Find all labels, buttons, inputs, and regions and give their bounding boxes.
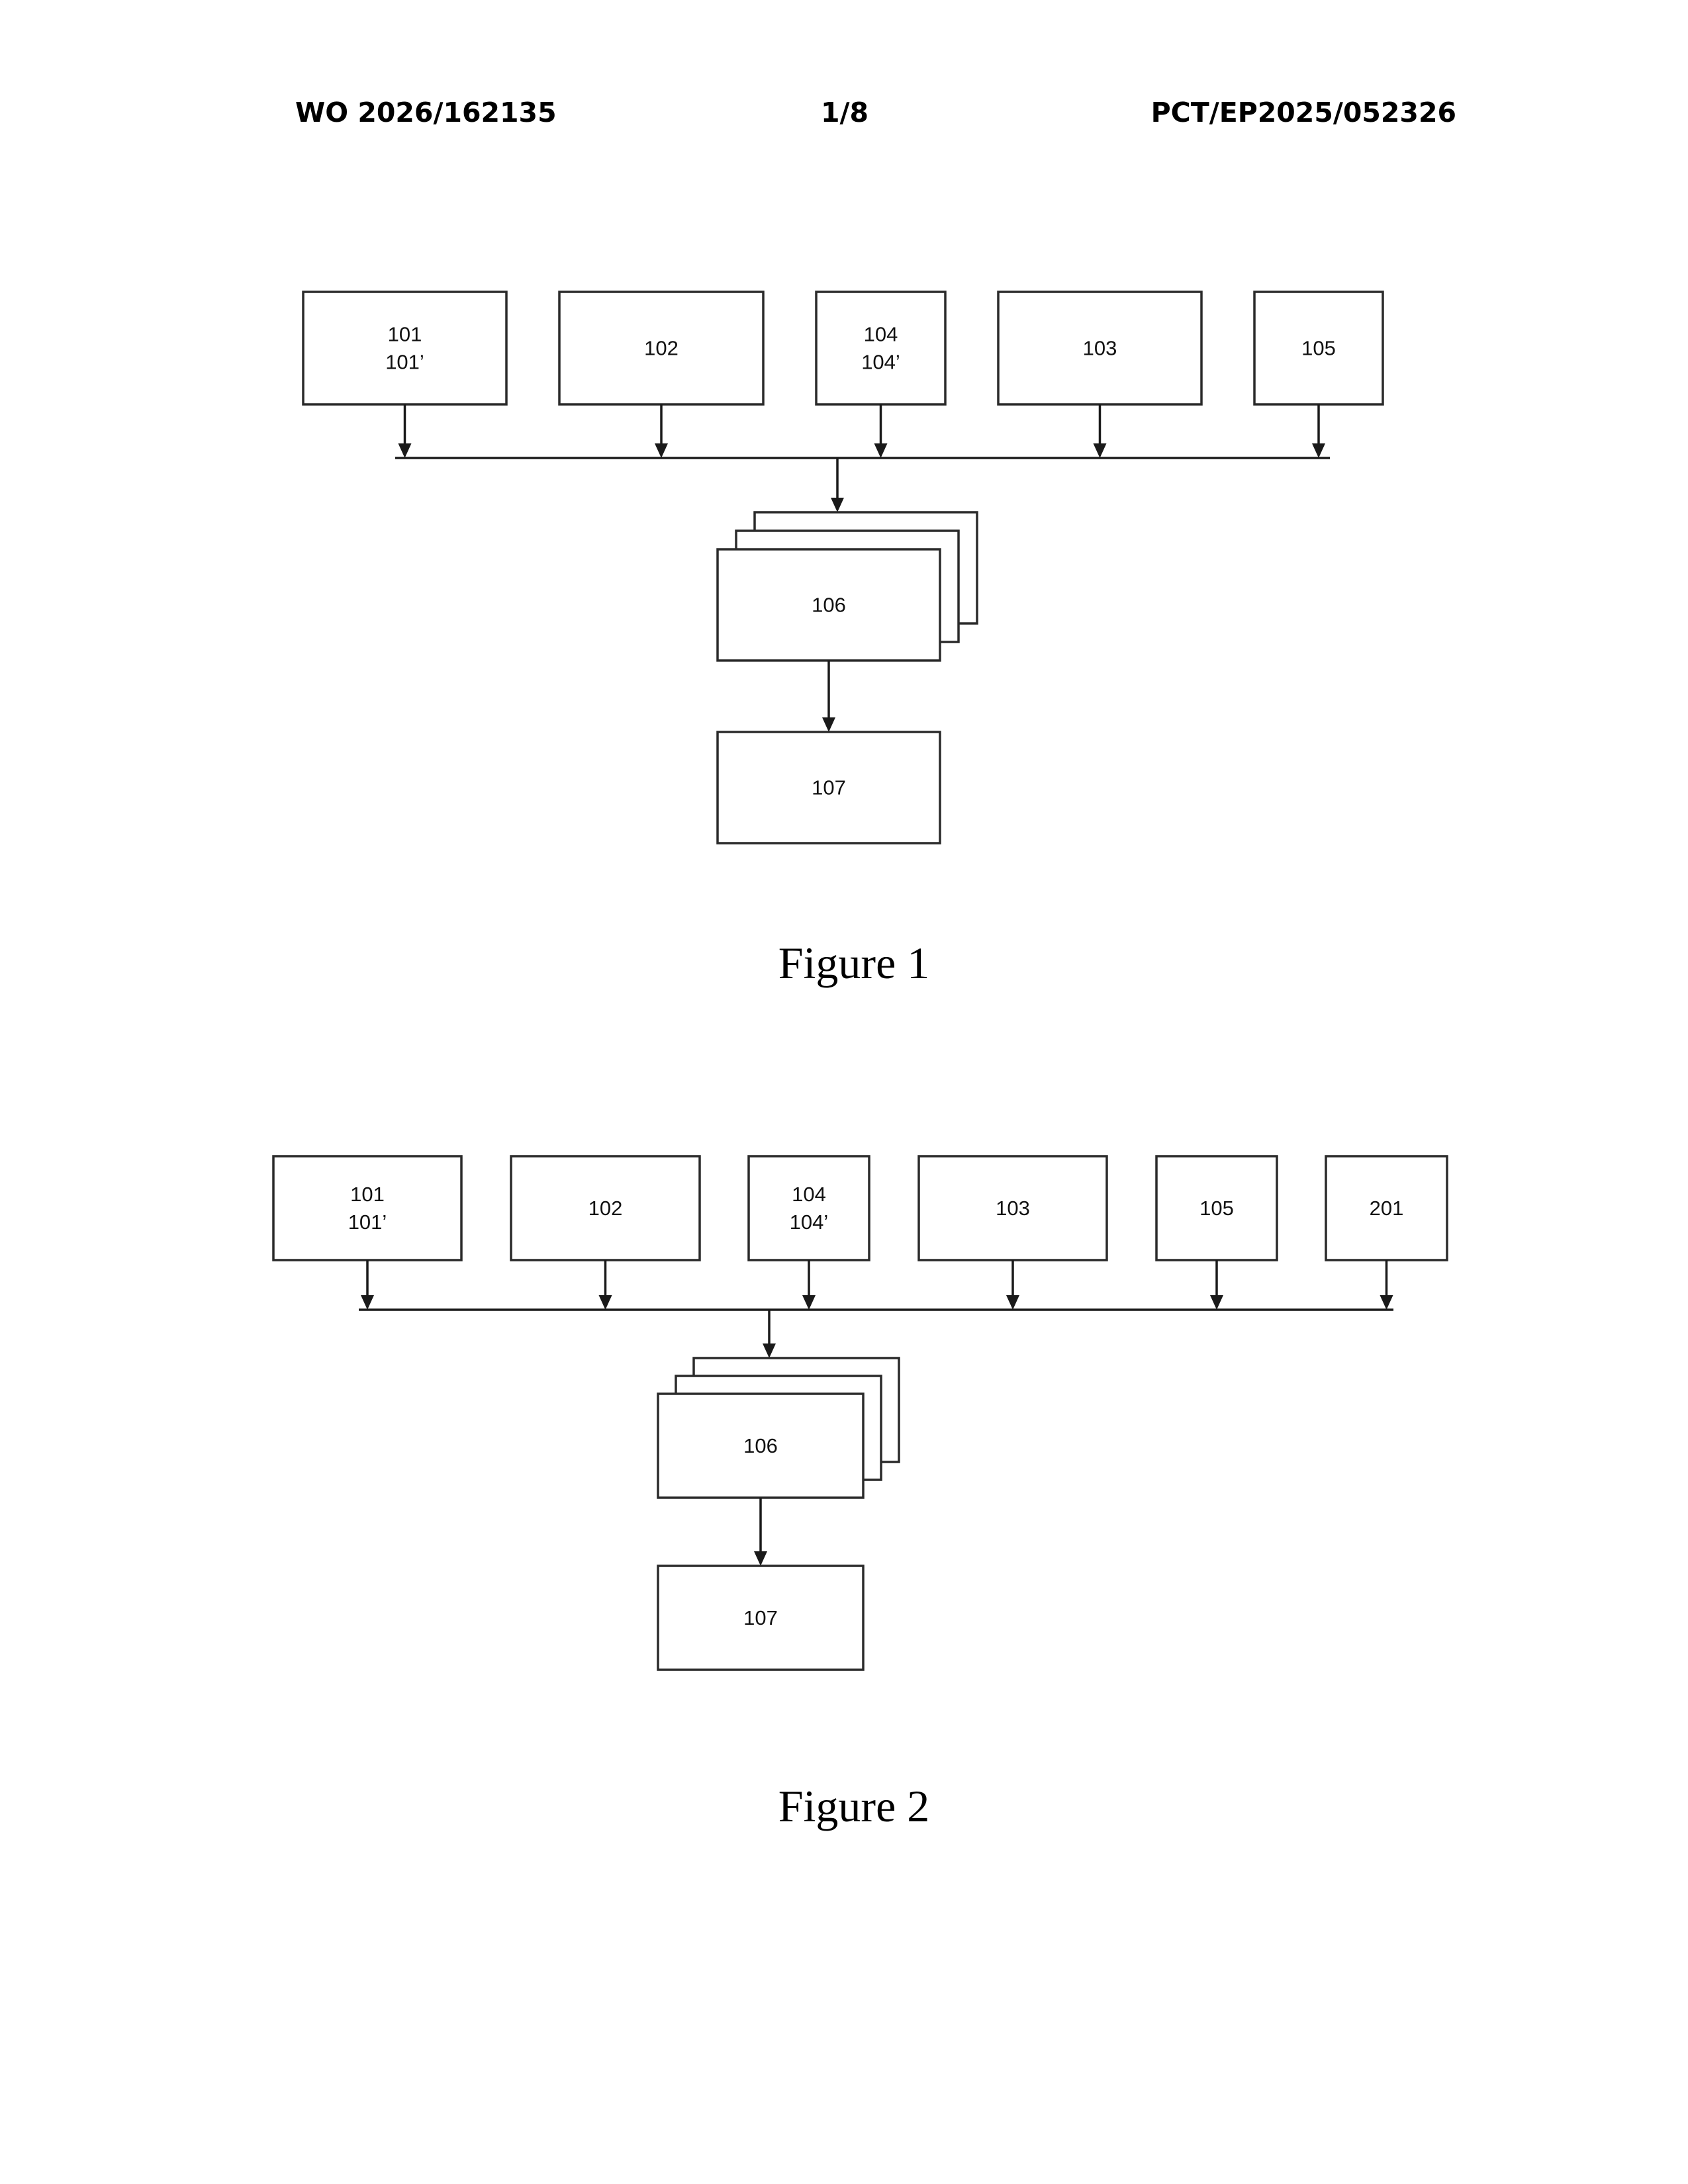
arrow-105-to-bus-head (1210, 1295, 1223, 1310)
arrow-101-to-bus-head (399, 443, 412, 458)
arrow-103-to-bus-head (1006, 1295, 1019, 1310)
block-101-text-0: 101 (350, 1183, 385, 1206)
arrow-104-to-bus-head (874, 443, 888, 458)
block-107-text-0: 107 (812, 776, 846, 799)
arrow-106-to-107-head (822, 717, 835, 732)
block-104 (816, 292, 945, 404)
arrow-106-to-107-head (754, 1551, 767, 1566)
block-105-text-0: 105 (1301, 337, 1336, 360)
figure-1: 101 101’ 102 104 104’ 103 105 106 107Figure 1 (303, 292, 1383, 988)
block-107-text-0: 107 (743, 1606, 778, 1629)
figure-caption: Figure 2 (778, 1781, 930, 1831)
block-101-text-1: 101’ (385, 351, 424, 374)
block-104 (749, 1156, 869, 1260)
block-102-text-0: 102 (644, 337, 679, 360)
block-104-text-0: 104 (864, 323, 898, 346)
block-103-text-0: 103 (996, 1197, 1030, 1220)
arrow-104-to-bus-head (802, 1295, 816, 1310)
block-106-text-0: 106 (812, 594, 846, 617)
block-104-text-1: 104’ (790, 1210, 829, 1234)
block-103-text-0: 103 (1083, 337, 1117, 360)
arrow-bus-to-106-head (763, 1343, 776, 1358)
block-101-text-0: 101 (388, 323, 422, 346)
block-101-text-1: 101’ (348, 1210, 387, 1234)
arrow-102-to-bus-head (599, 1295, 612, 1310)
block-105-text-0: 105 (1199, 1197, 1234, 1220)
arrow-101-to-bus-head (361, 1295, 374, 1310)
block-201-text-0: 201 (1370, 1197, 1404, 1220)
figure-caption: Figure 1 (778, 938, 930, 988)
figure-2: 101 101’ 102 104 104’ 103 105 201 106 107Figure 2 (273, 1156, 1447, 1831)
block-106-text-0: 106 (743, 1434, 778, 1457)
block-104-text-0: 104 (792, 1183, 826, 1206)
arrow-105-to-bus-head (1312, 443, 1325, 458)
arrow-201-to-bus-head (1380, 1295, 1393, 1310)
arrow-103-to-bus-head (1094, 443, 1107, 458)
arrow-102-to-bus-head (655, 443, 668, 458)
block-101 (273, 1156, 461, 1260)
block-104-text-1: 104’ (861, 351, 900, 374)
block-101 (303, 292, 506, 404)
block-102-text-0: 102 (588, 1197, 623, 1220)
arrow-bus-to-106-head (831, 498, 844, 512)
